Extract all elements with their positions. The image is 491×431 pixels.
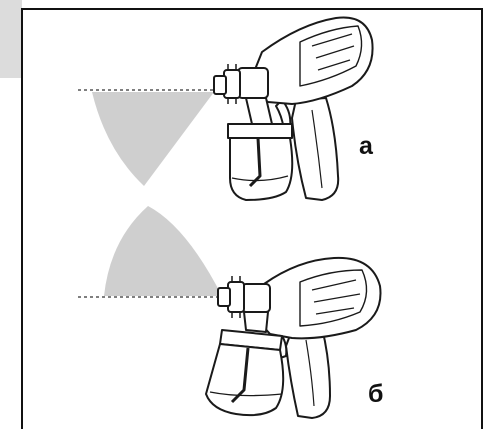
figure-label-a: а (359, 132, 373, 160)
top-illustration (78, 16, 374, 201)
spray-gun-icon (205, 256, 382, 419)
spray-gun-icon (213, 16, 374, 201)
page-tab (0, 0, 22, 78)
bottom-illustration (78, 206, 382, 419)
spray-fan-bottom (104, 206, 222, 296)
spray-fan-top (92, 92, 214, 186)
figure-label-b: б (368, 380, 384, 408)
